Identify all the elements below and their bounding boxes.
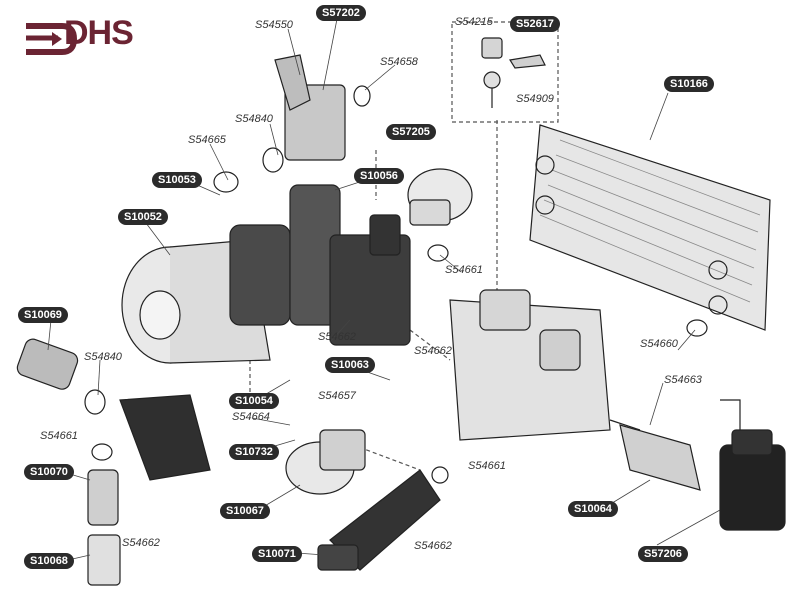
label-s10166: S10166	[664, 76, 714, 92]
label-s10053: S10053	[152, 172, 202, 188]
label-s10056: S10056	[354, 168, 404, 184]
label-s54215: S54215	[455, 16, 493, 28]
label-s57205: S57205	[386, 124, 436, 140]
label-s57206: S57206	[638, 546, 688, 562]
label-s54663: S54663	[664, 374, 702, 386]
label-s54664: S54664	[232, 411, 270, 423]
pressure-valve-part	[317, 469, 441, 571]
label-s52617: S52617	[510, 16, 560, 32]
label-s10071: S10071	[252, 546, 302, 562]
label-s10070: S10070	[24, 464, 74, 480]
label-s54665: S54665	[188, 134, 226, 146]
dhs-logo	[22, 16, 172, 62]
label-s10067: S10067	[220, 503, 270, 519]
o-rings	[84, 85, 708, 484]
label-s10052: S10052	[118, 209, 168, 225]
label-s10069: S10069	[18, 307, 68, 323]
label-s54550: S54550	[255, 19, 293, 31]
auto-air-vent-part	[407, 168, 473, 226]
label-s10054: S10054	[229, 393, 279, 409]
label-s10064: S10064	[568, 501, 618, 517]
label-s54662-right: S54662	[414, 345, 452, 357]
label-s54661-low: S54661	[468, 460, 506, 472]
tap-part	[87, 469, 121, 586]
bleed-valve-part	[481, 37, 546, 108]
lower-block-part	[119, 394, 211, 481]
valve-body-part	[289, 184, 411, 346]
label-s57202: S57202	[316, 5, 366, 21]
label-s54657: S54657	[318, 390, 356, 402]
label-s54840-top: S54840	[235, 113, 273, 125]
pump-part	[121, 224, 291, 364]
label-s10068: S10068	[24, 553, 74, 569]
filter-part	[16, 338, 79, 390]
actuator-part	[719, 399, 786, 531]
dhs-logo-mark-icon	[26, 23, 78, 55]
label-s54658: S54658	[380, 56, 418, 68]
manifold-part	[449, 289, 611, 441]
label-s10732: S10732	[229, 444, 279, 460]
bypass-part	[285, 429, 366, 495]
label-s54840-left: S54840	[84, 351, 122, 363]
label-s54662-low-left: S54662	[122, 537, 160, 549]
label-s54662-mid: S54662	[318, 331, 356, 343]
label-s54909: S54909	[516, 93, 554, 105]
dhs-logo-text: DHS	[64, 14, 134, 52]
heat-exchanger-part	[529, 124, 771, 331]
clip-top-part	[274, 54, 346, 161]
label-s54662-low-right: S54662	[414, 540, 452, 552]
label-s54661-mid: S54661	[445, 264, 483, 276]
label-s54660: S54660	[640, 338, 678, 350]
label-s54661-left: S54661	[40, 430, 78, 442]
cartridge-part	[609, 419, 701, 491]
label-s10063: S10063	[325, 357, 375, 373]
